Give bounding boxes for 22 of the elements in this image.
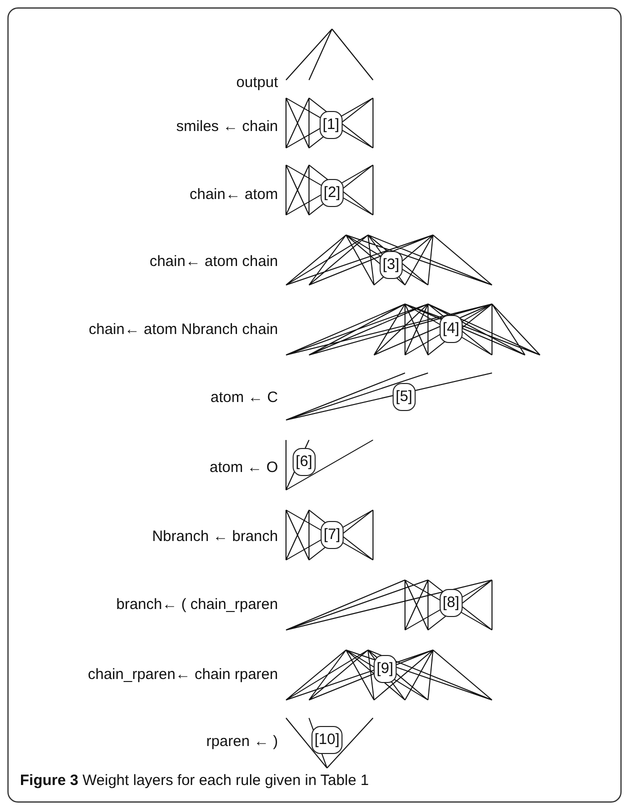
rule-label: chain← atom Nbranch chain [88, 321, 278, 339]
layer-number-box: [5] [392, 383, 416, 411]
figure-caption: Figure 3 Weight layers for each rule given in Table 1 [20, 772, 369, 789]
rule-label: smiles ← chain [176, 118, 278, 136]
rule-label: output [236, 74, 278, 92]
layer-number-box: [6] [292, 448, 316, 476]
layer-number-box: [2] [320, 179, 344, 207]
rule-label: atom ← O [210, 459, 278, 477]
rule-label: atom ← C [210, 389, 278, 407]
layer-number-box: [10] [311, 726, 343, 754]
layer-number-box: [9] [374, 655, 396, 683]
rule-label: chain← atom chain [150, 253, 278, 271]
layer-number-box: [4] [440, 315, 462, 343]
rule-label: chain_rparen← chain rparen [88, 666, 278, 684]
rule-label: branch← ( chain_rparen [116, 596, 278, 614]
layer-number-box: [7] [320, 521, 344, 549]
layer-number-box: [3] [380, 251, 402, 279]
rule-label: Nbranch ← branch [152, 528, 278, 546]
rule-label: chain← atom [190, 186, 278, 204]
layer-number-box: [1] [320, 111, 342, 139]
layer-number-box: [8] [440, 589, 462, 617]
rule-label: rparen ← ) [206, 733, 278, 751]
